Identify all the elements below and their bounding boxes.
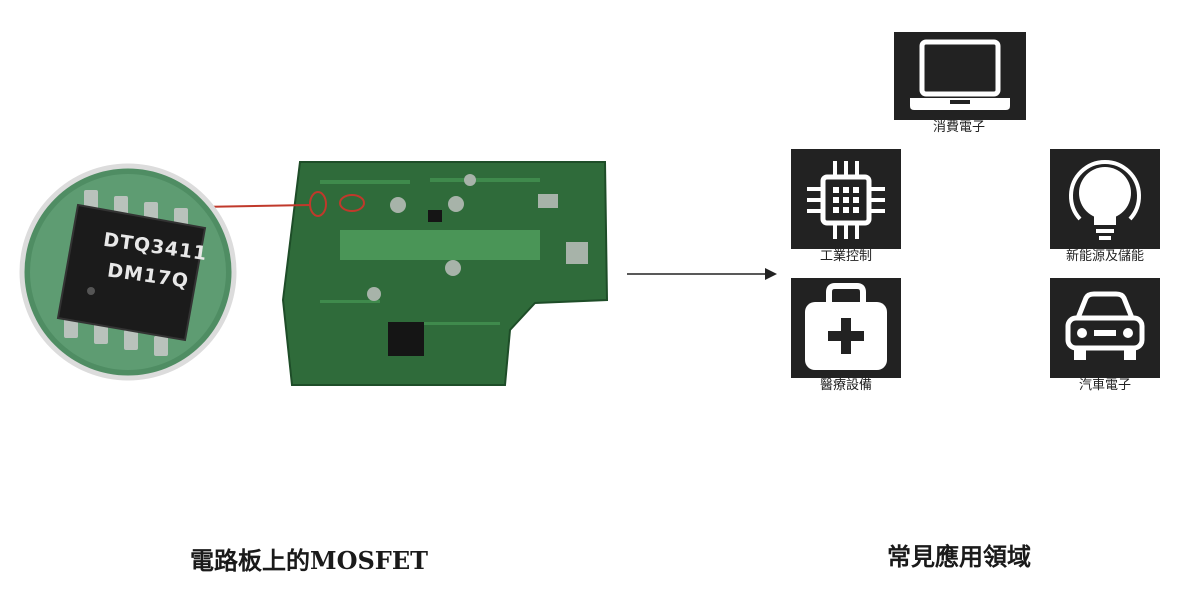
app-medical-equipment: 醫療設備 [781, 278, 911, 394]
lightbulb-icon [1050, 149, 1160, 249]
label-medical: 醫療設備 [819, 378, 872, 393]
app-industrial-control: 工業控制 [781, 149, 911, 265]
board-main-ic [388, 322, 424, 356]
mosfet-chip [56, 203, 207, 342]
callout-circle-1 [309, 191, 327, 217]
pcb-illustration: DTQ3411 DM17Q [0, 0, 620, 420]
circuit-board [281, 161, 609, 386]
app-new-energy-storage: 新能源及儲能 [1040, 149, 1170, 265]
label-automotive: 汽車電子 [1078, 378, 1131, 393]
pcb-drawing [19, 161, 609, 386]
medical-kit-icon [791, 278, 901, 378]
board-traces [320, 178, 540, 325]
caption-applications: 常見應用領域 [887, 542, 1031, 571]
board-capacitors [367, 174, 588, 301]
app-automotive-electronics: 汽車電子 [1040, 278, 1170, 394]
caption-pcb-mosfet: 電路板上的MOSFET [190, 546, 428, 575]
laptop-icon [894, 32, 1026, 120]
app-consumer-electronics: 消費電子 [894, 32, 1026, 136]
label-consumer: 消費電子 [932, 120, 985, 135]
processor-chip-icon [791, 149, 901, 249]
callout-circle-2 [339, 194, 365, 212]
label-industrial: 工業控制 [819, 249, 872, 264]
arrow-right-icon [627, 268, 777, 280]
car-icon [1050, 278, 1160, 378]
callout-line [197, 204, 311, 208]
board-small-ic [428, 210, 442, 222]
label-energy: 新能源及儲能 [1065, 249, 1144, 264]
